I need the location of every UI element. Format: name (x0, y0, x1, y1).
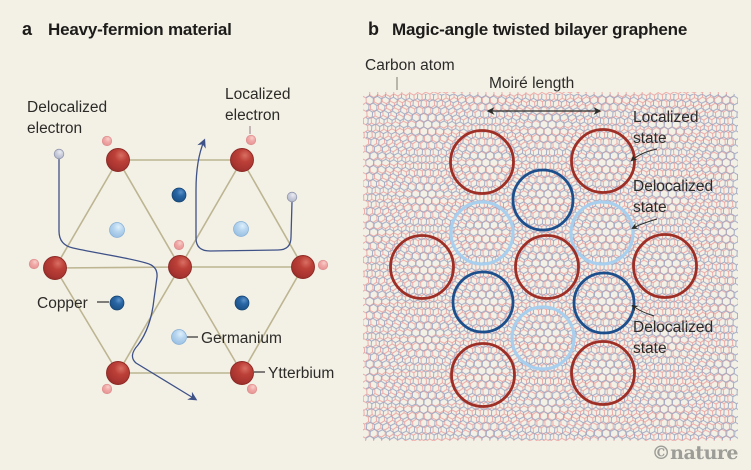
heavy-fermion-lattice (28, 126, 329, 401)
label-delocalized-electron: Delocalized electron (27, 99, 108, 137)
graphene-layer-blue (366, 94, 738, 440)
panel-a-letter: a (22, 19, 33, 39)
germanium-spheres (109, 221, 249, 345)
label-ytterbium: Ytterbium (268, 365, 335, 382)
delocalized-state-lower-arrow (631, 304, 655, 317)
localized-state-arrow (630, 148, 658, 162)
electron-path-right (195, 138, 293, 252)
panel-a-title: Heavy-fermion material (48, 20, 232, 39)
delocalized-state-upper-arrow (631, 218, 658, 229)
delocalized-state-dark-circles (451, 168, 636, 335)
panel-b-letter: b (368, 19, 379, 39)
delocalized-state-light-circles (449, 200, 635, 371)
delocalized-electron-spheres (53, 148, 298, 203)
electron-path-left (58, 158, 198, 401)
label-germanium: Germanium (201, 330, 282, 347)
ytterbium-spheres (43, 148, 315, 385)
label-delocalized-state-upper: Delocalized state (633, 178, 714, 216)
label-pointers-a (97, 126, 265, 373)
panel-b-title: Magic-angle twisted bilayer graphene (392, 20, 688, 39)
label-moire-length: Moiré length (489, 75, 575, 92)
state-circles (389, 128, 698, 408)
delocalized-electron-paths (58, 138, 293, 401)
nature-watermark: ©nature (651, 442, 739, 464)
label-copper: Copper (37, 295, 88, 312)
moire-bilayer-graphene (363, 77, 738, 441)
label-carbon-atom: Carbon atom (365, 57, 455, 74)
label-delocalized-state-lower: Delocalized state (633, 319, 714, 357)
label-localized-electron: Localized electron (225, 86, 291, 124)
lattice-bonds (54, 159, 304, 374)
label-pointers-b (630, 148, 658, 317)
localized-electron-spheres (28, 134, 329, 395)
label-localized-state: Localized state (633, 109, 699, 147)
copper-spheres (109, 187, 250, 311)
localized-state-circles (389, 128, 698, 408)
